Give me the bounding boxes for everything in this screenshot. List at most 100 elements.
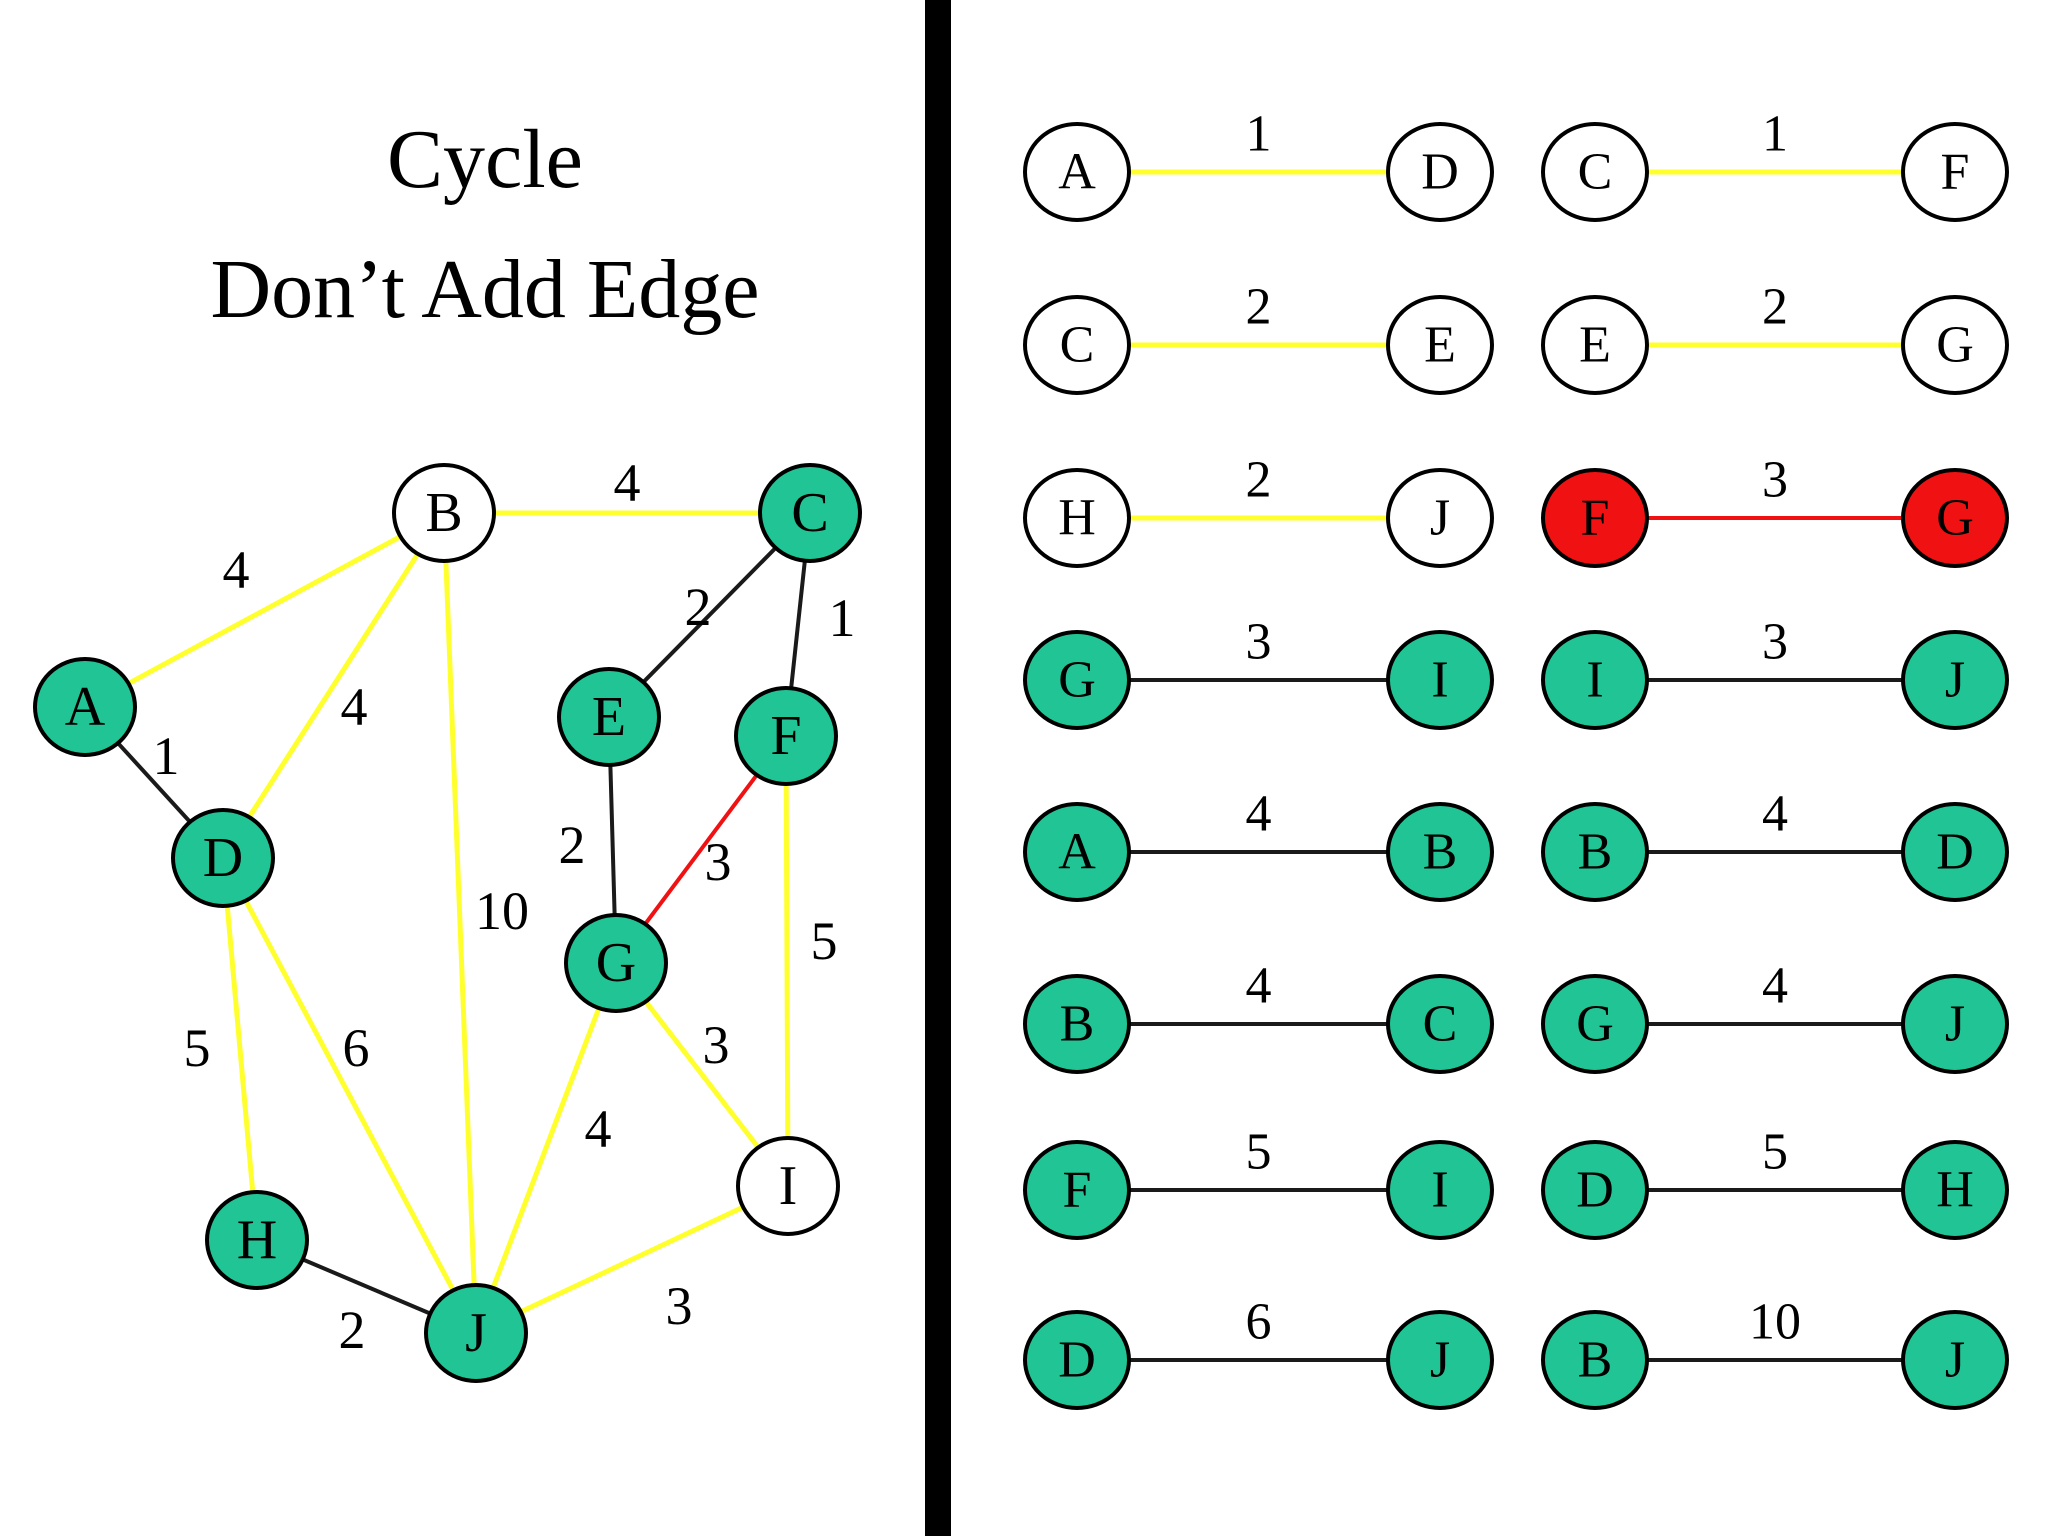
graph-node-G-label: G: [596, 932, 636, 994]
graph-node-I: [736, 1136, 840, 1236]
sorted-edge-I-J-node-I-label: I: [1586, 652, 1603, 709]
sorted-edge-G-J-node-G-label: G: [1576, 996, 1614, 1053]
sorted-edge-A-D-node-D-label: D: [1421, 144, 1459, 201]
graph-node-H: [205, 1190, 309, 1290]
edge-weight-C-F: 1: [829, 588, 856, 648]
sorted-edge-B-D: 4B D: [1541, 786, 2009, 902]
sorted-edge-F-I-weight: 5: [1246, 1124, 1272, 1181]
sorted-edge-B-J-node-B-label: B: [1578, 1332, 1613, 1389]
sorted-edge-D-J-node-D: [1023, 1310, 1131, 1410]
edge-weight-A-B: 4: [223, 540, 250, 600]
graph-node-H-label: H: [237, 1209, 277, 1271]
sorted-edge-H-J-node-H-label: H: [1058, 490, 1096, 547]
edge-weight-I-J: 3: [666, 1276, 693, 1336]
edge-B-J: [441, 512, 479, 1334]
sorted-edge-G-I-node-G-label: G: [1058, 652, 1096, 709]
graph-node-D-label: D: [203, 827, 243, 889]
edge-F-I: [783, 735, 791, 1187]
sorted-edge-B-D-weight: 4: [1762, 786, 1788, 843]
graph-node-C: [758, 463, 862, 563]
sorted-edge-B-J-node-B: [1541, 1310, 1649, 1410]
sorted-edge-H-J-node-J-label: J: [1430, 490, 1450, 547]
sorted-edge-G-J: 4G J: [1541, 958, 2009, 1074]
graph-node-A-label: A: [65, 676, 106, 738]
sorted-edge-D-J-node-D-label: D: [1058, 1332, 1096, 1389]
sorted-edge-F-G-node-G-label: G: [1936, 490, 1974, 547]
sorted-edge-C-F: 1C F: [1541, 106, 2009, 222]
sorted-edge-B-C-node-B: [1023, 974, 1131, 1074]
graph-node-A: [33, 657, 137, 757]
edge-weight-C-E: 2: [685, 577, 712, 637]
sorted-edge-A-B-node-A-label: A: [1058, 824, 1096, 881]
sorted-edge-G-J-node-J: [1901, 974, 2009, 1074]
sorted-edge-B-D-node-B: [1541, 802, 1649, 902]
slide-title-line1: Cycle: [387, 113, 583, 206]
sorted-edge-C-F-node-C-label: C: [1578, 144, 1613, 201]
sorted-edge-B-D-node-D-label: D: [1936, 824, 1974, 881]
slide-title-line2: Don’t Add Edge: [210, 243, 759, 336]
edge-A-B: [83, 510, 446, 710]
sorted-edge-E-G-node-E: [1541, 295, 1649, 395]
sorted-edge-B-C-weight: 4: [1246, 958, 1272, 1015]
sorted-edge-G-J-weight: 4: [1762, 958, 1788, 1015]
sorted-edge-C-E-node-C-label: C: [1060, 317, 1095, 374]
sorted-edge-B-D-node-D: [1901, 802, 2009, 902]
edge-D-J: [220, 856, 479, 1335]
edge-weight-E-G: 2: [559, 815, 586, 875]
graph-node-F: [734, 686, 838, 786]
sorted-edge-D-H-node-D-label: D: [1576, 1162, 1614, 1219]
graph-node-E: [557, 667, 661, 767]
sorted-edge-G-I-node-I-label: I: [1431, 652, 1448, 709]
sorted-edge-A-D-node-D: [1386, 122, 1494, 222]
sorted-edge-D-H-weight: 5: [1762, 1124, 1788, 1181]
graph-node-I-label: I: [779, 1155, 798, 1217]
sorted-edge-C-F-node-F-label: F: [1941, 144, 1970, 201]
sorted-edge-A-D-weight: 1: [1246, 106, 1272, 163]
edge-B-D: [220, 511, 447, 860]
edge-I-J: [474, 1183, 790, 1336]
edge-G-J: [473, 962, 619, 1334]
sorted-edge-A-D-node-A-label: A: [1058, 144, 1096, 201]
sorted-edge-I-J-node-J: [1901, 630, 2009, 730]
sorted-edge-F-G-node-F-label: F: [1581, 490, 1610, 547]
sorted-edge-I-J-node-I: [1541, 630, 1649, 730]
sorted-edge-E-G-node-E-label: E: [1579, 317, 1611, 374]
sorted-edge-B-D-node-B-label: B: [1578, 824, 1613, 881]
edge-weight-B-D: 4: [341, 677, 368, 737]
graph-node-B: [392, 463, 496, 563]
sorted-edge-B-C-node-C-label: C: [1423, 996, 1458, 1053]
edge-weight-B-C: 4: [614, 453, 641, 513]
sorted-edge-C-F-weight: 1: [1762, 106, 1788, 163]
graph-node-G: [564, 913, 668, 1013]
sorted-edge-A-B-node-B: [1386, 802, 1494, 902]
edge-weight-A-D: 1: [153, 726, 180, 786]
sorted-edge-I-J-node-J-label: J: [1945, 652, 1965, 709]
sorted-edge-B-J-weight: 10: [1749, 1294, 1801, 1351]
sorted-edge-C-E-node-C: [1023, 295, 1131, 395]
graph-node-J: [424, 1283, 528, 1383]
panel-divider: [925, 0, 951, 1536]
sorted-edge-G-I-node-I: [1386, 630, 1494, 730]
sorted-edge-F-G-node-G: [1901, 468, 2009, 568]
sorted-edge-G-I-node-G: [1023, 630, 1131, 730]
edge-weight-F-I: 5: [811, 911, 838, 971]
sorted-edge-F-I-node-F-label: F: [1063, 1162, 1092, 1219]
graph-node-C-label: C: [791, 482, 828, 544]
sorted-edge-B-C-node-B-label: B: [1060, 996, 1095, 1053]
sorted-edge-A-B-node-A: [1023, 802, 1131, 902]
sorted-edge-F-I-node-F: [1023, 1140, 1131, 1240]
sorted-edge-B-C: 4B C: [1023, 958, 1494, 1074]
sorted-edge-H-J-weight: 2: [1246, 452, 1272, 509]
sorted-edge-G-J-node-J-label: J: [1945, 996, 1965, 1053]
sorted-edge-F-I-node-I-label: I: [1431, 1162, 1448, 1219]
